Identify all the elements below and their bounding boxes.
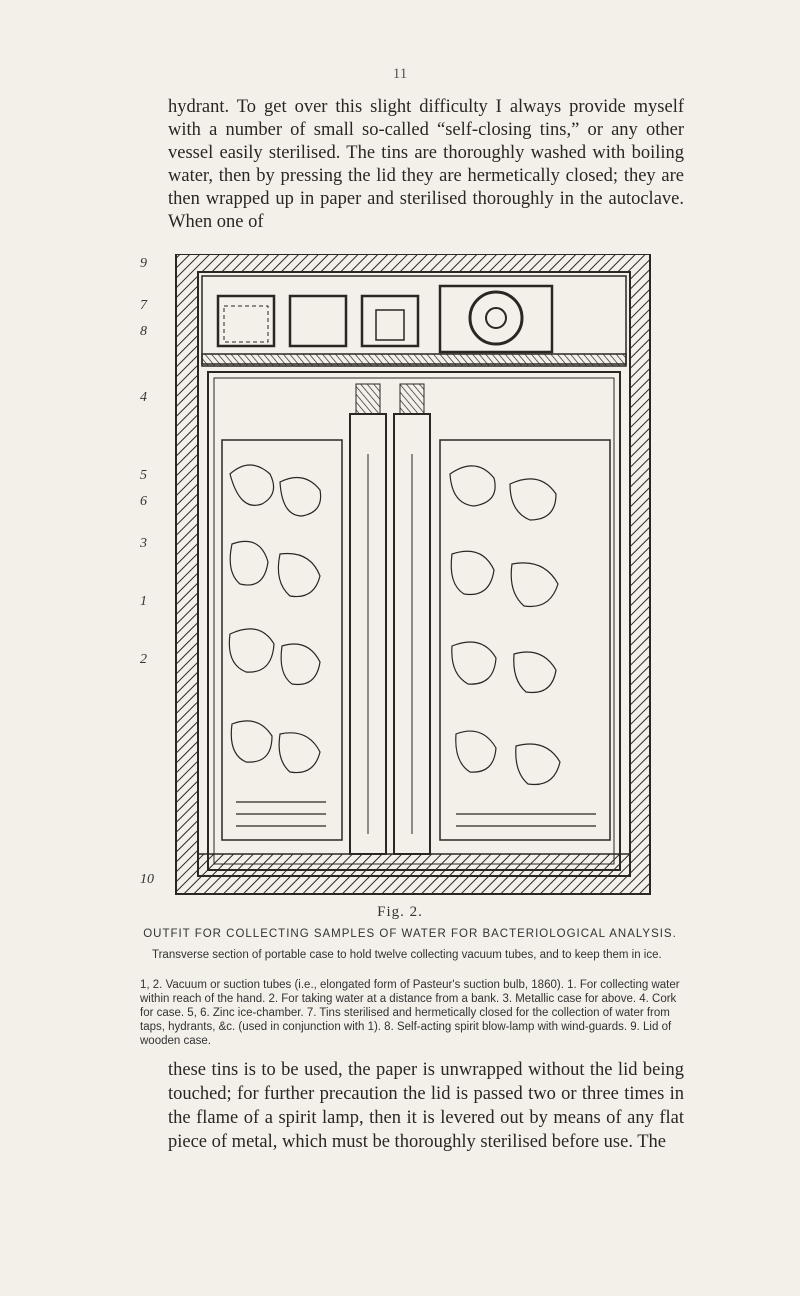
tin-3: [360, 294, 420, 348]
figure-illustration: 9 7 8 4 5 6 3 1 2 10: [140, 253, 660, 904]
callout-2: 2: [140, 652, 147, 667]
tin-1: [216, 294, 276, 348]
caption-title: OUTFIT FOR COLLECTING SAMPLES OF WATER F…: [143, 928, 677, 940]
callout-5: 5: [140, 468, 147, 483]
caption-description: Transverse section of portable case to h…: [152, 949, 662, 961]
callout-3: 3: [140, 536, 147, 551]
ice-block-left: [221, 439, 343, 841]
ice-block-right: [439, 439, 611, 841]
callout-7: 7: [140, 298, 147, 313]
body-paragraph-bottom: these tins is to be used, the paper is u…: [168, 1060, 684, 1152]
callout-6: 6: [140, 494, 147, 509]
callout-9: 9: [140, 256, 147, 271]
page-number: 11: [392, 66, 408, 82]
lid-compartment: [201, 275, 627, 365]
callout-10: 10: [140, 872, 154, 887]
caption-legend: 1, 2. Vacuum or suction tubes (i.e., elo…: [140, 979, 680, 1047]
body-paragraph-top: hydrant. To get over this slight difficu…: [168, 97, 684, 232]
callout-1: 1: [140, 594, 147, 609]
case-cross-section-drawing: [175, 253, 651, 895]
tin-2: [288, 294, 348, 348]
callout-4: 4: [140, 390, 147, 405]
spirit-lamp: [438, 284, 554, 354]
figure-label: Fig. 2.: [377, 904, 423, 920]
callout-8: 8: [140, 324, 147, 339]
